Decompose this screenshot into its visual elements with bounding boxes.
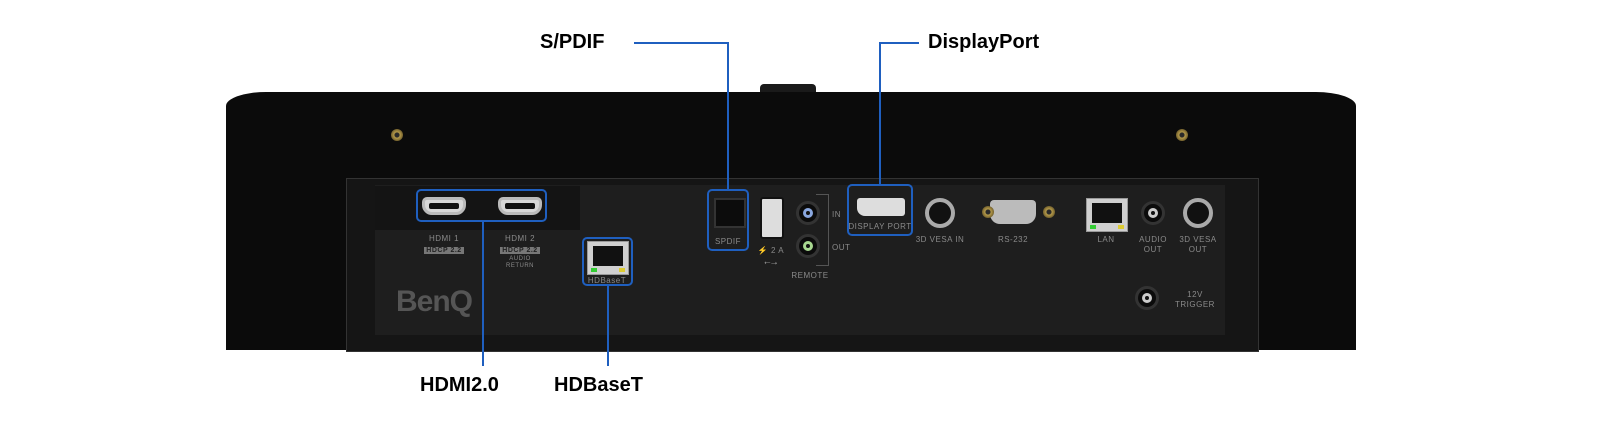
vesa-out-label: OUT [1188, 245, 1208, 254]
lan-port [1086, 198, 1128, 232]
remote-label: REMOTE [791, 271, 829, 280]
remote-out-label: OUT [832, 243, 851, 252]
displayport-port [857, 198, 905, 216]
hdmi-leader [482, 222, 484, 366]
vesa-in-port [925, 198, 955, 228]
hdmi-highlight [416, 189, 547, 222]
spdif-leader [727, 42, 729, 190]
hdmi2-port [498, 197, 542, 215]
audio-out-jack [1141, 201, 1165, 225]
remote-in-jack [796, 201, 820, 225]
remote-in-label: IN [832, 210, 841, 219]
hdmi2-note: RETURN [506, 263, 534, 269]
hdmi2-note: AUDIO [509, 256, 531, 262]
hdmi1-label: HDMI 1 [428, 234, 460, 243]
usb-port [760, 197, 784, 239]
spdif-highlight [707, 189, 749, 251]
screw-icon [1176, 129, 1188, 141]
remote-bracket [816, 194, 829, 266]
displayport-highlight [847, 184, 913, 236]
hdbaset-leader [607, 286, 609, 366]
vesa-in-label: 3D VESA IN [915, 235, 965, 244]
rs232-port [990, 200, 1036, 224]
trigger-label: 12V [1187, 290, 1203, 299]
displayport-label: DISPLAY PORT [848, 222, 912, 231]
rs232-screw-icon [1043, 206, 1055, 218]
spdif-label: SPDIF [714, 237, 742, 246]
remote-out-jack [796, 234, 820, 258]
hdbaset-port [587, 241, 629, 275]
usb-power-label: ⚡ 2 A [757, 246, 785, 255]
usb-icon: ⭠⭢ [764, 258, 778, 267]
hdbaset-highlight [582, 237, 633, 286]
lan-label: LAN [1097, 235, 1115, 244]
spdif-callout: S/PDIF [540, 31, 605, 53]
displayport-leader [879, 42, 881, 185]
hdmi1-badge: HDCP 2.2 [424, 247, 464, 254]
hdmi2-label: HDMI 2 [504, 234, 536, 243]
rs232-screw-icon [982, 206, 994, 218]
trigger-jack [1135, 286, 1159, 310]
audio-out-label: AUDIO [1139, 235, 1167, 244]
top-ridge [760, 84, 816, 92]
vesa-out-label: 3D VESA [1179, 235, 1217, 244]
hdbaset-callout: HDBaseT [554, 374, 643, 396]
spdif-port [714, 198, 746, 228]
audio-out-label: OUT [1143, 245, 1163, 254]
displayport-callout: DisplayPort [928, 31, 1040, 53]
hdmi1-port [422, 197, 466, 215]
displayport-leader [879, 42, 919, 44]
trigger-label: TRIGGER [1175, 300, 1215, 309]
screw-icon [391, 129, 403, 141]
spdif-leader [634, 42, 729, 44]
hdbaset-label: HDBaseT [587, 276, 627, 285]
hdmi-callout: HDMI2.0 [420, 374, 499, 396]
rs232-label: RS-232 [997, 235, 1029, 244]
vesa-out-port [1183, 198, 1213, 228]
hdmi2-badge: HDCP 2.2 [500, 247, 540, 254]
brand-logo: BenQ [396, 285, 473, 318]
